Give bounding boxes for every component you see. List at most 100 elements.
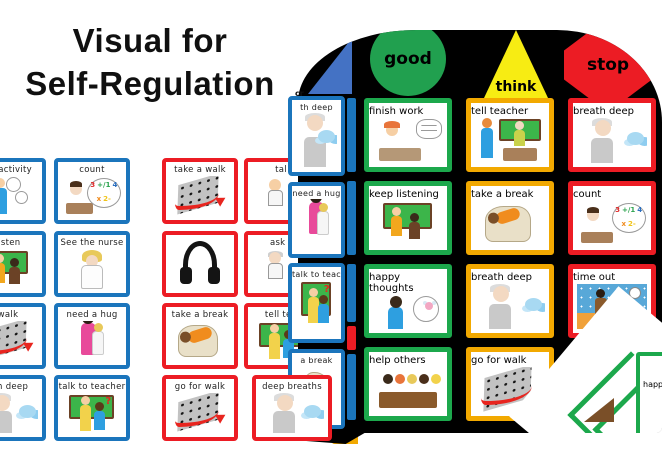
card-happy-fragment: happy [636,352,662,433]
card-label: walk [0,310,19,320]
card-breath-deep: breath deep [568,98,656,172]
card-label: count [573,189,602,200]
card-deep-breaths: deep breaths [252,375,332,441]
chalkboard-illustration [0,249,38,289]
card-label: happy thoughts [369,272,414,294]
walk-illustration [170,176,230,216]
card-breath-deep: ath deep [0,375,46,441]
hidden-card-sliver [347,98,356,172]
tell-teacher-illustration [475,118,545,163]
headphones-icon [170,236,230,289]
card-headphones [162,231,238,297]
card-label: count [79,165,105,175]
card-label: time out [573,272,616,283]
card-label: take a break [471,189,534,200]
boy-illustration [252,176,310,216]
card-listen: listen [0,231,46,297]
card-change-activity: ge activity [0,158,46,224]
card-walk: walk [0,303,46,369]
card-label: listen [0,238,21,248]
calm-blue-shape [308,38,352,94]
happy-thoughts-illustration [373,295,443,329]
stop-octagon: stop [564,32,652,98]
card-tell-teacher: tell teacher [466,98,554,172]
nurse-illustration [62,249,122,289]
card-label: need a hug [66,310,118,320]
card-label: go for walk [471,355,527,366]
card-label: ath deep [0,382,29,392]
card-label: tell tea [264,310,298,320]
card-label: finish work [369,106,424,117]
breath-illustration [577,118,647,163]
card-need-a-hug: need a hug [54,303,130,369]
card-keep-listening: keep listening [364,181,452,255]
walk-illustration [170,393,230,433]
stop-label: stop [586,55,630,75]
card-label: take a break [171,310,229,320]
card-breath-deep-partial: cr th deep [288,89,345,176]
card-label: go for walk [174,382,226,392]
breath-illustration [296,113,337,168]
card-label: keep listening [369,189,439,200]
good-circle: good [370,30,446,96]
card-label: ge activity [0,165,32,175]
breath-illustration [0,393,38,433]
text-fragment: cr [295,89,304,98]
breath-illustration [260,393,324,433]
card-label: happy [643,380,662,389]
card-label: take a walk [174,165,226,175]
walk-illustration [0,321,38,361]
title-line-2: Self-Regulation [25,64,275,102]
card-label: See the nurse [60,238,124,248]
think-label: think [495,79,537,95]
talk-to-teacher-illustration: ? [296,280,337,335]
good-label: good [384,49,432,69]
question-mark: ? [105,396,112,408]
card-label: deep breaths [262,382,322,392]
card-talk-to-teacher: talk to teacher ? [54,375,130,441]
card-go-for-walk: go for walk [162,375,238,441]
card-take-a-break: take a break [162,303,238,369]
hidden-card-sliver [347,354,356,420]
finish-work-illustration [373,118,443,163]
hug-illustration [62,321,122,361]
recliner-illustration [170,321,230,361]
clock-icon [629,286,642,299]
card-label: talk to teacher [292,270,341,279]
card-label: tell teacher [471,106,529,117]
card-help-others: help others [364,347,452,421]
card-take-a-break: take a break [466,181,554,255]
card-label: talk to teacher [58,382,126,392]
page-title: Visual for Self-Regulation [14,20,286,106]
card-take-a-walk: take a walk [162,158,238,224]
card-finish-work: finish work [364,98,452,172]
help-others-illustration [373,367,443,412]
hidden-card-sliver [347,326,356,350]
card-label: ask t [269,238,293,248]
man-illustration [252,249,310,289]
card-label: th deep [300,103,333,112]
hidden-card-sliver [347,264,356,322]
walk-illustration [475,367,545,412]
hug-illustration [296,199,337,250]
card-label: breath deep [573,106,634,117]
think-triangle: think [484,30,548,98]
recliner-illustration [475,201,545,246]
card-label: breath deep [471,272,532,283]
card-see-the-nurse: See the nurse [54,231,130,297]
card-breath-deep: breath deep [466,264,554,338]
hidden-card-sliver [347,181,356,255]
stoplight-board: good think stop finish work tell teacher… [298,30,662,433]
title-line-1: Visual for [72,22,228,59]
card-label: help others [369,355,426,366]
chalkboard-illustration [373,201,443,246]
card-label: need a hug [292,189,341,198]
card-need-a-hug: need a hug [288,182,345,258]
talk-to-teacher-illustration: ? [62,393,122,433]
